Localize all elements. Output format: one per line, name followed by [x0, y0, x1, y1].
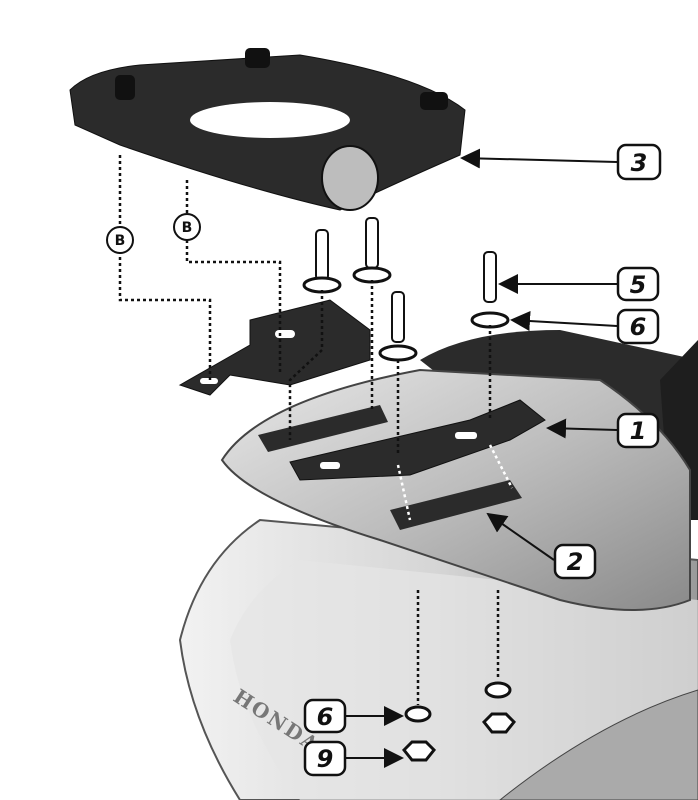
label-1: 1 — [616, 412, 660, 449]
label-3: 3 — [616, 143, 662, 181]
svg-text:6: 6 — [630, 313, 647, 341]
svg-text:B: B — [182, 220, 193, 236]
hardware — [302, 217, 517, 762]
svg-text:1: 1 — [630, 417, 647, 445]
svg-text:2: 2 — [567, 548, 584, 576]
bracket-left — [178, 299, 371, 396]
label-9: 9 — [303, 740, 347, 777]
top-case-plate — [69, 48, 466, 211]
svg-text:9: 9 — [317, 745, 334, 773]
reference-b-2: B — [173, 213, 201, 241]
svg-text:B: B — [115, 233, 126, 249]
svg-text:6: 6 — [317, 703, 334, 731]
label-5: 5 — [616, 266, 660, 302]
label-6-top: 6 — [616, 308, 660, 345]
callout-arrows — [346, 148, 618, 768]
reference-b-1: B — [106, 226, 134, 254]
svg-text:5: 5 — [630, 271, 647, 299]
label-2: 2 — [553, 543, 597, 580]
label-6-bottom: 6 — [303, 698, 347, 734]
bracket-1 — [289, 399, 546, 481]
pad-2 — [258, 405, 522, 530]
svg-text:3: 3 — [631, 149, 648, 177]
